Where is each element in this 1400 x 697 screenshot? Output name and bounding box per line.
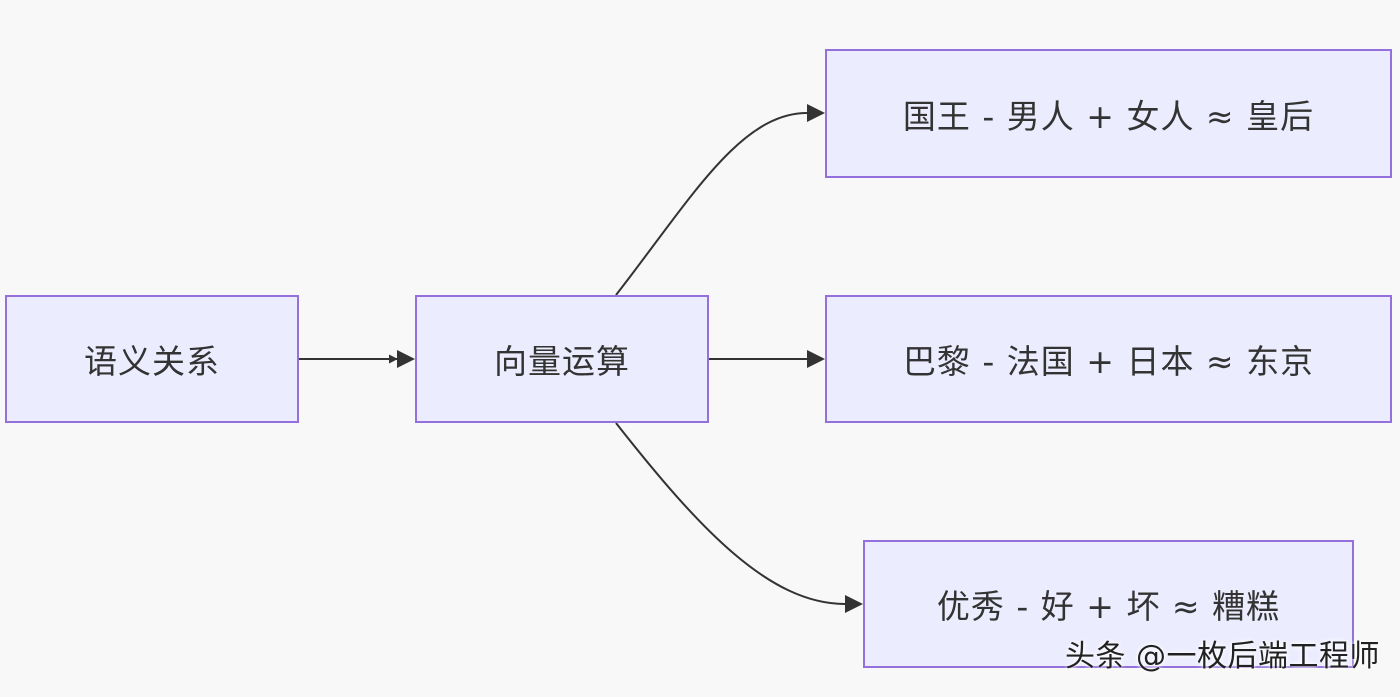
node-paris-tokyo-label: 巴黎 - 法国 + 日本 ≈ 东京 [902, 342, 1315, 381]
arrowhead-to-king [807, 104, 825, 122]
arrowhead-to-good [845, 595, 863, 613]
node-semantic-relation: 语义关系 [5, 295, 299, 423]
node-vector-operation: 向量运算 [415, 295, 709, 423]
edge-vector-to-good [615, 422, 846, 605]
node-king-queen-label: 国王 - 男人 + 女人 ≈ 皇后 [902, 96, 1315, 136]
arrowhead-to-vector [397, 350, 415, 368]
node-vector-operation-label: 向量运算 [494, 342, 630, 381]
node-semantic-relation-label: 语义关系 [84, 342, 220, 381]
arrowhead-to-paris [807, 350, 825, 368]
node-paris-tokyo-example: 巴黎 - 法国 + 日本 ≈ 东京 [825, 295, 1392, 423]
node-good-bad-example: 优秀 - 好 + 坏 ≈ 糟糕 [863, 540, 1354, 668]
node-good-bad-label: 优秀 - 好 + 坏 ≈ 糟糕 [936, 587, 1281, 626]
edge-vector-to-king [615, 112, 808, 296]
node-king-queen-example: 国王 - 男人 + 女人 ≈ 皇后 [825, 49, 1392, 178]
watermark: 头条 @一枚后端工程师 [1064, 639, 1380, 674]
